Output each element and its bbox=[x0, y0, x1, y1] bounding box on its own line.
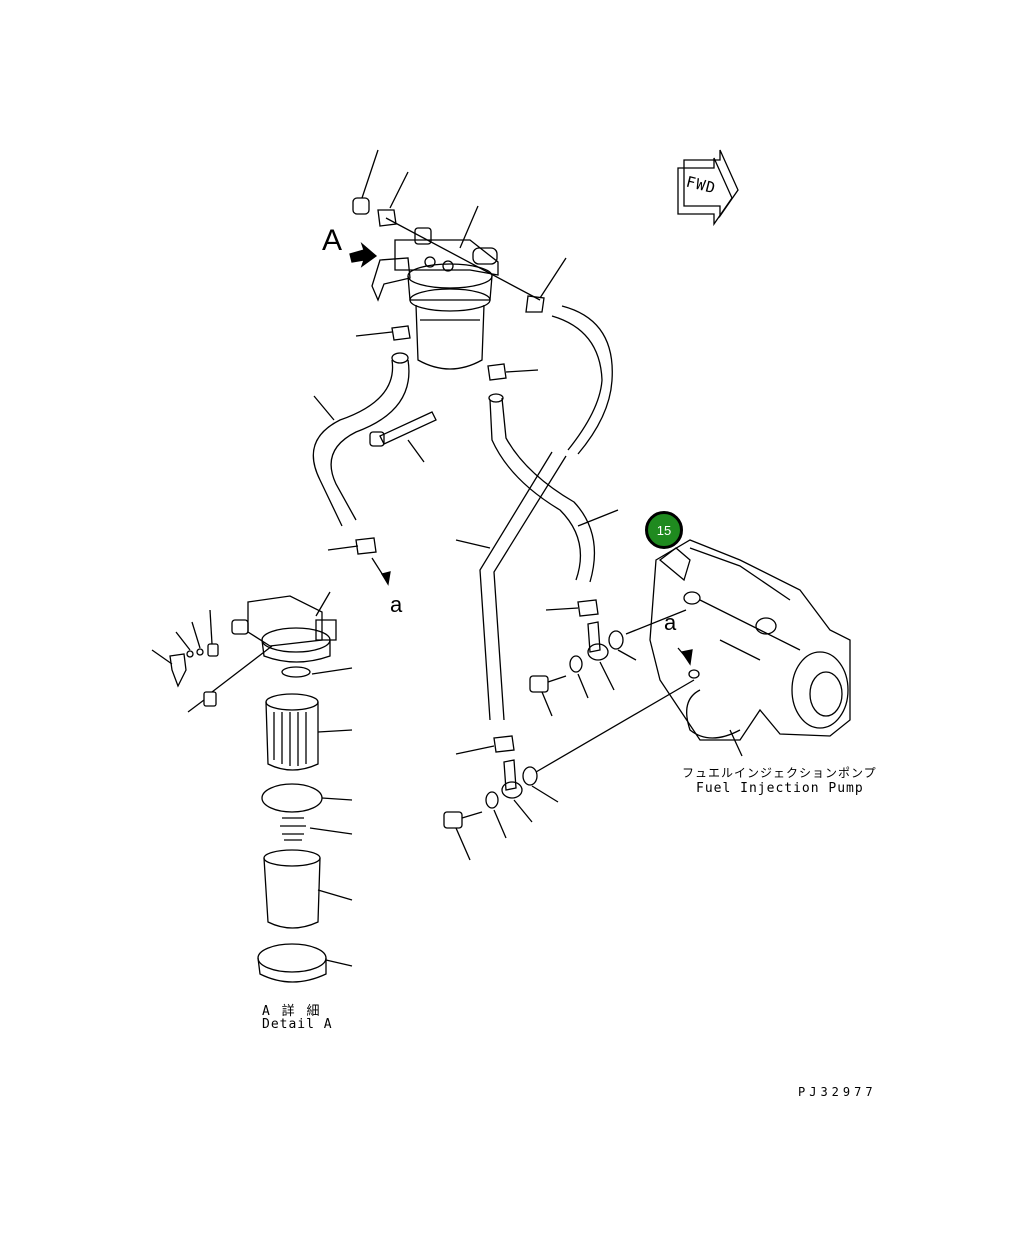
callout-badge-15[interactable]: 15 bbox=[645, 511, 683, 549]
right-clip bbox=[525, 295, 545, 313]
clamp-4 bbox=[577, 599, 599, 617]
ref-a-label-1: a bbox=[390, 592, 403, 617]
ref-a-label-2: a bbox=[664, 610, 677, 635]
long-bolt bbox=[379, 411, 437, 445]
pump-label-jp: フュエルインジェクションポンプ bbox=[682, 766, 877, 780]
clamp-2 bbox=[487, 363, 507, 381]
leader-lines bbox=[151, 149, 693, 967]
pump-label-en: Fuel Injection Pump bbox=[696, 781, 864, 796]
view-a-arrow-icon bbox=[349, 241, 378, 268]
clamp-5 bbox=[493, 735, 515, 753]
clamp-3 bbox=[355, 537, 377, 555]
fwd-arrow-icon bbox=[677, 149, 739, 227]
hoses bbox=[312, 305, 613, 721]
top-cap bbox=[352, 197, 370, 215]
detail-label-jp: A 詳 細 bbox=[262, 1004, 322, 1019]
clamp-1 bbox=[391, 325, 411, 341]
detail-a-parts bbox=[169, 595, 337, 983]
drawing-code: PJ32977 bbox=[798, 1085, 877, 1099]
callout-number: 15 bbox=[656, 522, 672, 538]
view-marker-label: A bbox=[322, 224, 343, 257]
fuel-injection-pump bbox=[649, 539, 851, 757]
pump-fittings bbox=[443, 609, 695, 829]
detail-label-en: Detail A bbox=[262, 1017, 333, 1032]
fuel-filter-assembly bbox=[371, 227, 499, 370]
